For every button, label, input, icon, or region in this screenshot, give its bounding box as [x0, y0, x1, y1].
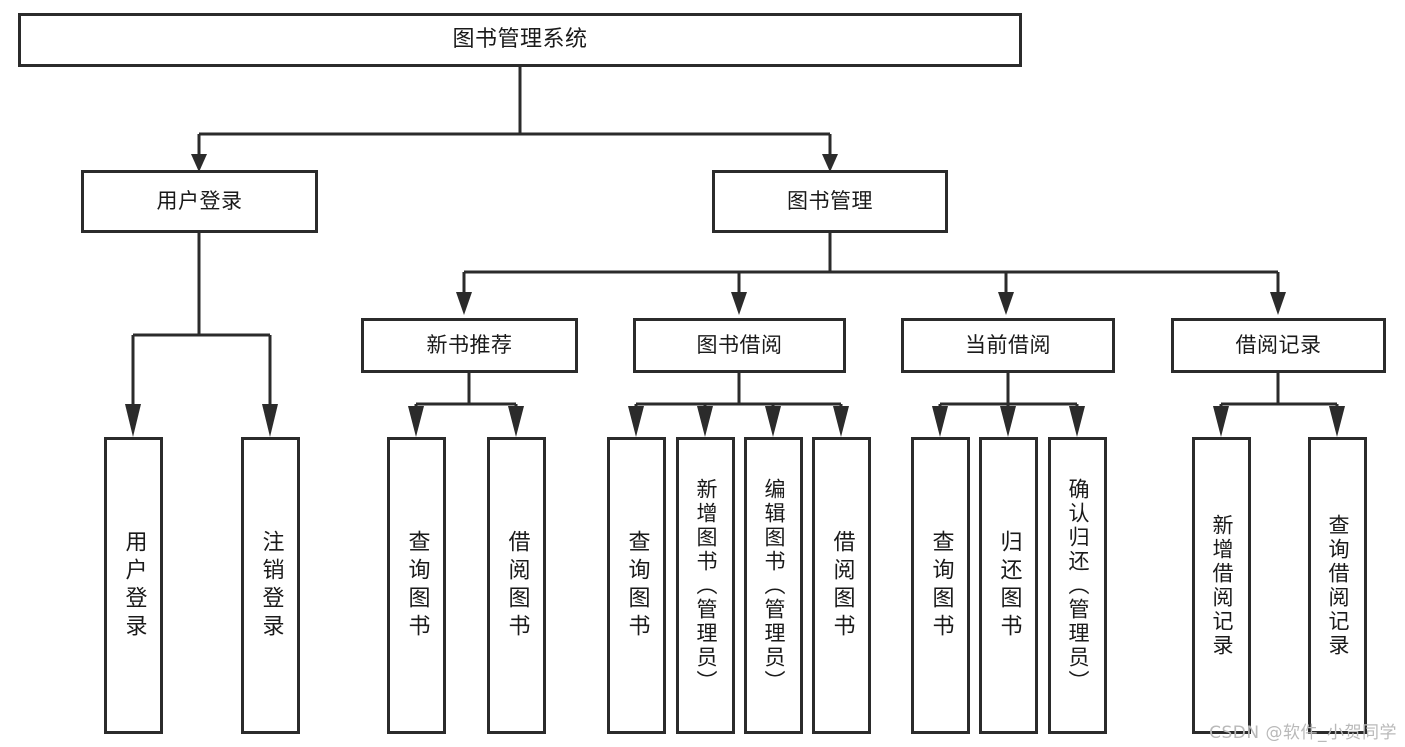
arrowhead-borrowrecord	[1270, 292, 1286, 315]
node-new-book-recommend[interactable]: 新书推荐	[361, 318, 578, 373]
node-leaf-logout-label: 注销登录	[258, 529, 284, 642]
arrowhead-leaf-nb2	[508, 406, 524, 437]
node-leaf-cb-confirm-return-admin[interactable]: 确认归还（管理员）	[1048, 437, 1107, 734]
node-book-borrow[interactable]: 图书借阅	[633, 318, 846, 373]
node-book-management[interactable]: 图书管理	[712, 170, 948, 233]
node-leaf-nb-query-book-label: 查询图书	[404, 529, 430, 642]
arrowhead-bookborrow	[731, 292, 747, 315]
node-leaf-cb-return-book[interactable]: 归还图书	[979, 437, 1038, 734]
arrowhead-leaf-cb1	[932, 406, 948, 437]
node-root-system[interactable]: 图书管理系统	[18, 13, 1022, 67]
node-leaf-logout[interactable]: 注销登录	[241, 437, 300, 734]
arrowhead-leaf-bb1	[628, 406, 644, 437]
node-leaf-bb-borrow-book-label: 借阅图书	[829, 529, 855, 642]
node-leaf-br-query-record[interactable]: 查询借阅记录	[1308, 437, 1367, 734]
arrowhead-currentborrow	[998, 292, 1014, 315]
node-leaf-nb-borrow-book[interactable]: 借阅图书	[487, 437, 546, 734]
node-leaf-bb-edit-book-admin[interactable]: 编辑图书（管理员）	[744, 437, 803, 734]
node-leaf-cb-return-book-label: 归还图书	[996, 529, 1022, 642]
node-borrow-record-label: 借阅记录	[1235, 332, 1322, 357]
arrowhead-leaf-br1	[1213, 406, 1229, 437]
node-user-login[interactable]: 用户登录	[81, 170, 318, 233]
node-leaf-nb-query-book[interactable]: 查询图书	[387, 437, 446, 734]
watermark-text: CSDN @软件_小贺同学	[1209, 723, 1397, 743]
node-leaf-cb-query-book[interactable]: 查询图书	[911, 437, 970, 734]
node-leaf-user-login[interactable]: 用户登录	[104, 437, 163, 734]
node-leaf-bb-query-book-label: 查询图书	[624, 529, 650, 642]
node-book-borrow-label: 图书借阅	[696, 332, 783, 357]
node-new-book-recommend-label: 新书推荐	[426, 332, 513, 357]
arrowhead-leaf-br2	[1329, 406, 1345, 437]
node-current-borrow-label: 当前借阅	[965, 332, 1051, 357]
arrowhead-leaf-cb3	[1069, 406, 1085, 437]
arrowhead-leaf-cb2	[1000, 406, 1016, 437]
node-leaf-br-add-record[interactable]: 新增借阅记录	[1192, 437, 1251, 734]
arrowhead-leaf-user-login	[125, 404, 141, 437]
node-leaf-bb-add-book-admin[interactable]: 新增图书（管理员）	[676, 437, 735, 734]
node-leaf-bb-edit-book-admin-label: 编辑图书（管理员）	[762, 477, 786, 694]
node-borrow-record[interactable]: 借阅记录	[1171, 318, 1386, 373]
arrowhead-leaf-logout	[262, 404, 278, 437]
node-current-borrow[interactable]: 当前借阅	[901, 318, 1115, 373]
node-leaf-bb-query-book[interactable]: 查询图书	[607, 437, 666, 734]
node-leaf-bb-borrow-book[interactable]: 借阅图书	[812, 437, 871, 734]
node-leaf-nb-borrow-book-label: 借阅图书	[504, 529, 530, 642]
node-leaf-cb-query-book-label: 查询图书	[928, 529, 954, 642]
arrowhead-leaf-bb3	[765, 406, 781, 437]
arrowhead-leaf-bb2	[697, 406, 713, 437]
node-book-management-label: 图书管理	[787, 188, 873, 213]
node-leaf-user-login-label: 用户登录	[121, 529, 147, 642]
arrowhead-newbook	[456, 292, 472, 315]
node-leaf-cb-confirm-return-admin-label: 确认归还（管理员）	[1066, 477, 1090, 694]
node-leaf-br-query-record-label: 查询借阅记录	[1326, 513, 1350, 658]
arrowhead-leaf-bb4	[833, 406, 849, 437]
node-user-login-label: 用户登录	[156, 188, 243, 213]
node-root-system-label: 图书管理系统	[452, 26, 588, 52]
arrowhead-leaf-nb1	[408, 406, 424, 437]
node-leaf-bb-add-book-admin-label: 新增图书（管理员）	[694, 477, 718, 694]
node-leaf-br-add-record-label: 新增借阅记录	[1210, 513, 1234, 658]
